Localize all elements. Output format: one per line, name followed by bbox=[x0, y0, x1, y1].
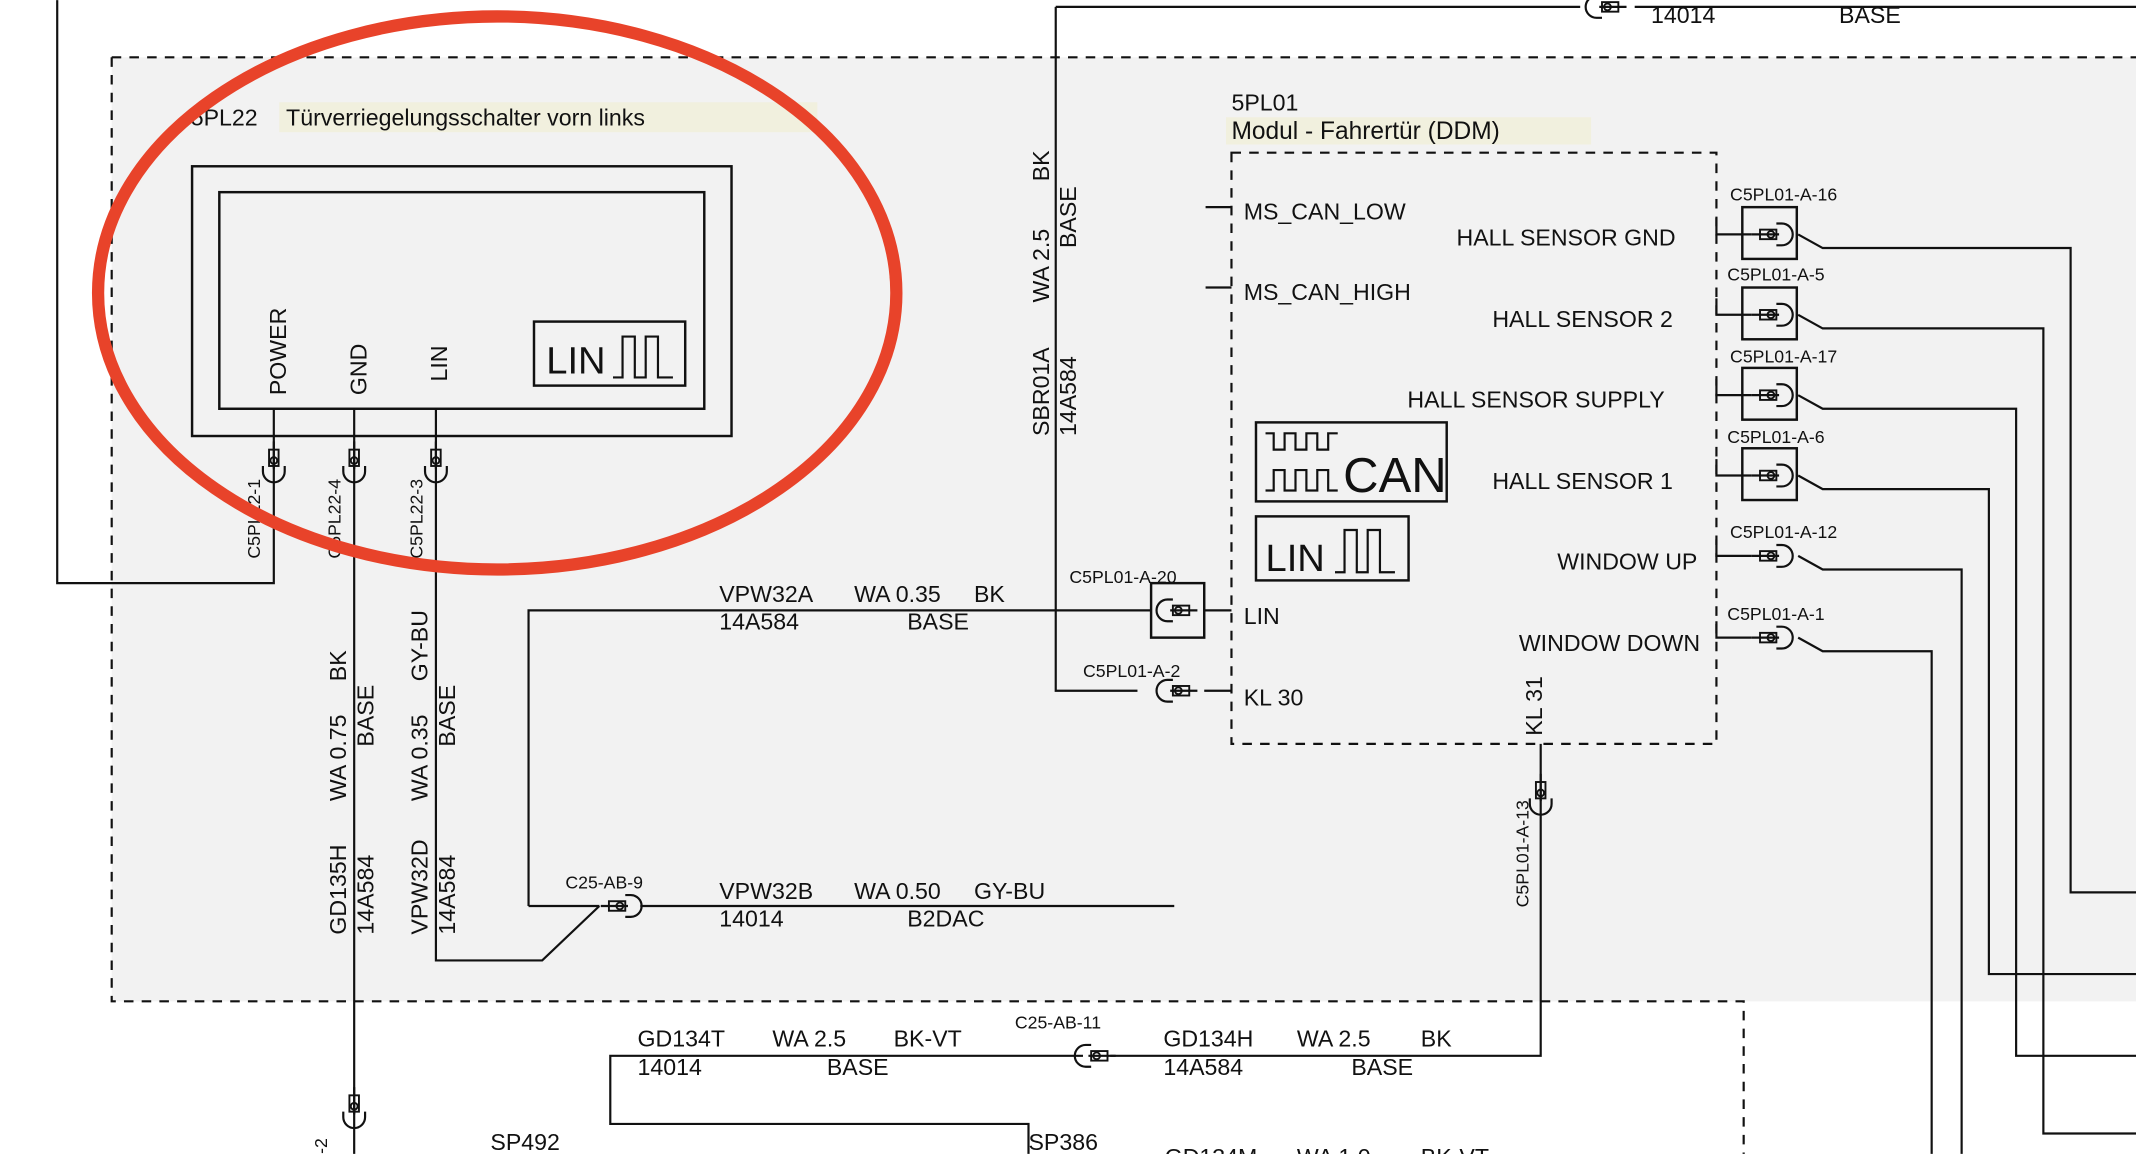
wire-code: SBR01A bbox=[1028, 347, 1054, 436]
wire-color: BK bbox=[974, 581, 1005, 607]
connector-label: C5PL01-A-12 bbox=[1730, 522, 1837, 542]
wire-base: B2DAC bbox=[907, 905, 984, 931]
wire-color: GY-BU bbox=[974, 878, 1045, 904]
wire-base: BASE bbox=[434, 685, 460, 747]
top-connector-icon bbox=[1584, 0, 1628, 19]
wire-harness: 14A584 bbox=[434, 855, 460, 935]
lin-logo-text: LIN bbox=[546, 339, 605, 382]
wire-base: BASE bbox=[1055, 186, 1081, 248]
connector-label: C5PL01-A-6 bbox=[1727, 427, 1824, 447]
wire-size: WA 0.50 bbox=[854, 878, 941, 904]
wire-code: GD134M bbox=[1165, 1144, 1258, 1154]
switch-tooltip bbox=[279, 102, 818, 133]
module-tooltip bbox=[1226, 117, 1592, 145]
connector-label: C5PL22-3 bbox=[406, 479, 426, 559]
connector-label: C25-AB-9 bbox=[565, 872, 643, 892]
wire-color: GY-BU bbox=[407, 610, 433, 681]
pin-lin: LIN bbox=[426, 346, 452, 382]
connector-label: C5PL01-A-13 bbox=[1512, 800, 1532, 907]
module-area bbox=[111, 57, 2136, 1002]
ground-wire bbox=[1110, 743, 1542, 1057]
pin-power: POWER bbox=[265, 308, 291, 395]
wire-code: VPW32A bbox=[719, 581, 813, 607]
pin-window-down: WINDOW DOWN bbox=[1519, 630, 1700, 656]
wire-size: WA 2.5 bbox=[1297, 1025, 1371, 1051]
pin-kl30: KL 30 bbox=[1244, 685, 1304, 711]
right-pin-labels: HALL SENSOR GND HALL SENSOR 2 HALL SENSO… bbox=[1407, 224, 1700, 656]
pin-ms-can-low: MS_CAN_LOW bbox=[1244, 198, 1406, 224]
pin-ms-can-high: MS_CAN_HIGH bbox=[1244, 279, 1411, 305]
lin-logo-icon: LIN bbox=[532, 320, 687, 387]
switch-inner-box bbox=[218, 190, 706, 410]
pin-stubs bbox=[1204, 609, 1232, 692]
kl30-wire bbox=[1054, 6, 1138, 692]
pin-gnd: GND bbox=[345, 344, 371, 395]
connector-label: C5PL01-A-20 bbox=[1069, 567, 1176, 587]
wire-color: BK bbox=[1421, 1025, 1452, 1051]
lin-logo-text: LIN bbox=[1266, 537, 1325, 580]
connector-label: -2 bbox=[311, 1138, 331, 1154]
module-name: Modul - Fahrertür (DDM) bbox=[1231, 118, 1499, 145]
wire-harness: 14A584 bbox=[719, 608, 799, 634]
can-logo-icon: CAN bbox=[1254, 421, 1448, 503]
wire-code: GD135H bbox=[325, 845, 351, 935]
right-connectors: C5PL01-A-16 C5PL01-A-5 C5PL01-A-17 C5PL0… bbox=[1715, 184, 2136, 1154]
switch-wires bbox=[353, 408, 601, 1154]
wire-size: WA 0.35 bbox=[854, 581, 941, 607]
connector-label: C5PL01-A-1 bbox=[1727, 604, 1824, 624]
pin-hall-sensor-supply: HALL SENSOR SUPPLY bbox=[1407, 386, 1664, 412]
splice-label: SP492 bbox=[490, 1129, 559, 1154]
connector-label: C5PL01-A-17 bbox=[1730, 346, 1837, 366]
wire-harness: 14A584 bbox=[352, 855, 378, 935]
bottom-ground-wire bbox=[609, 1054, 1083, 1154]
highlight-ellipse bbox=[91, 10, 903, 576]
connector-label: C5PL01-A-16 bbox=[1730, 184, 1837, 204]
wire-size: WA 0.75 bbox=[325, 714, 351, 801]
wire-base: BASE bbox=[352, 685, 378, 747]
connector-label: C25-AB-11 bbox=[1015, 1013, 1101, 1033]
wire-base: BASE bbox=[907, 608, 969, 634]
top-wire-code: 14014 bbox=[1651, 2, 1715, 28]
wire-base: BASE bbox=[1351, 1054, 1413, 1080]
lin-logo-icon: LIN bbox=[1254, 515, 1410, 582]
wire-code: GD134T bbox=[638, 1025, 725, 1051]
switch-name: Türverriegelungsschalter vorn links bbox=[286, 104, 645, 130]
pin-lin: LIN bbox=[1244, 603, 1280, 629]
wire-color: BK-VT bbox=[894, 1025, 962, 1051]
wire-size: WA 0.35 bbox=[407, 714, 433, 801]
wire-harness: 14014 bbox=[719, 905, 783, 931]
module-box bbox=[1230, 151, 1718, 745]
wire-code: GD134H bbox=[1163, 1025, 1253, 1051]
wire-harness: 14014 bbox=[638, 1054, 702, 1080]
wire-base: BASE bbox=[827, 1054, 889, 1080]
pin-hall-sensor-1: HALL SENSOR 1 bbox=[1492, 468, 1672, 494]
wire-size: WA 2.5 bbox=[772, 1025, 846, 1051]
can-logo-text: CAN bbox=[1343, 449, 1447, 503]
wire-color: BK-VT bbox=[1421, 1144, 1489, 1154]
top-wire-base: BASE bbox=[1839, 2, 1901, 28]
lin-bus-wires bbox=[527, 609, 1175, 908]
wire-size: WA 2.5 bbox=[1028, 229, 1054, 303]
pin-hall-sensor-gnd: HALL SENSOR GND bbox=[1457, 224, 1676, 250]
connector-label: C5PL01-A-2 bbox=[1083, 661, 1180, 681]
pin-kl31: KL 31 bbox=[1521, 676, 1547, 736]
wire-size: WA 1.0 bbox=[1297, 1144, 1371, 1154]
switch-outer-box bbox=[190, 165, 733, 438]
splice-label: SP386 bbox=[1028, 1129, 1097, 1154]
wire-harness: 14A584 bbox=[1163, 1054, 1243, 1080]
wire-color: BK bbox=[325, 650, 351, 681]
wire-code: VPW32B bbox=[719, 878, 813, 904]
connector-label: C5PL01-A-5 bbox=[1727, 265, 1824, 285]
can-pin-ticks bbox=[1205, 206, 1232, 289]
wire-color: BK bbox=[1028, 150, 1054, 181]
pin-window-up: WINDOW UP bbox=[1557, 549, 1697, 575]
power-wire bbox=[56, 0, 275, 585]
wire-code: VPW32D bbox=[407, 839, 433, 934]
pin-hall-sensor-2: HALL SENSOR 2 bbox=[1492, 306, 1672, 332]
module-id: 5PL01 bbox=[1231, 89, 1298, 115]
area-border bbox=[110, 56, 2136, 1154]
wire-harness: 14A584 bbox=[1055, 356, 1081, 436]
